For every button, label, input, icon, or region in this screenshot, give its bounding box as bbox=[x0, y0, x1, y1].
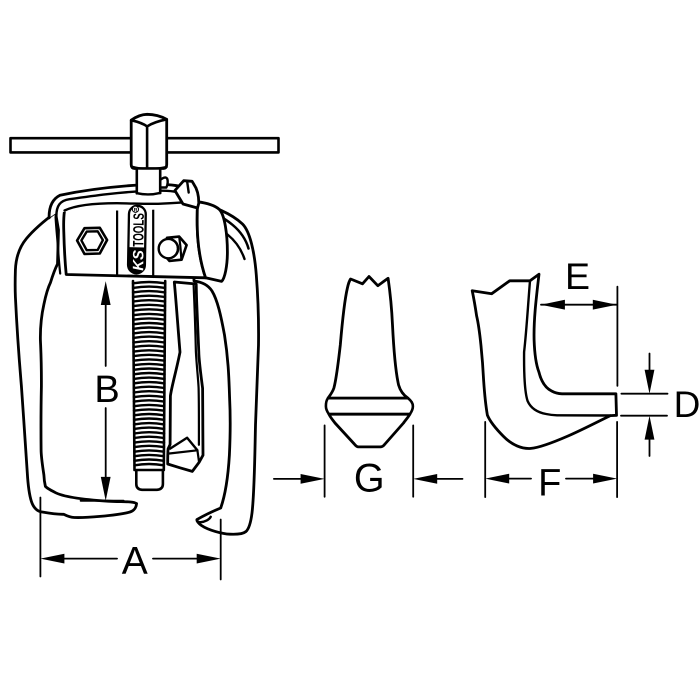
svg-text:F: F bbox=[538, 462, 561, 504]
svg-text:KS: KS bbox=[130, 250, 147, 271]
svg-text:D: D bbox=[674, 384, 700, 425]
svg-text:B: B bbox=[94, 369, 119, 411]
svg-text:TOOLS: TOOLS bbox=[130, 213, 148, 247]
svg-text:E: E bbox=[565, 255, 590, 297]
svg-text:G: G bbox=[354, 456, 385, 500]
svg-text:R: R bbox=[134, 208, 138, 214]
svg-text:A: A bbox=[122, 540, 148, 583]
